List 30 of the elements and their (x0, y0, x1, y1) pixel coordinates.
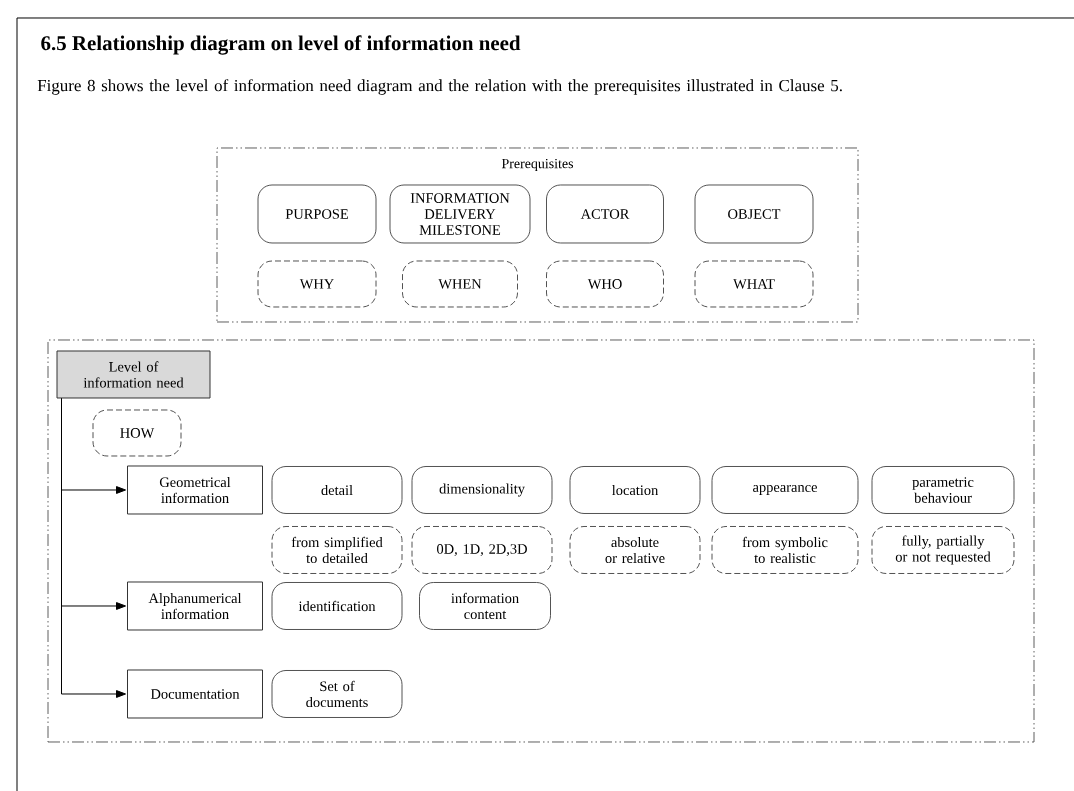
dashed-rounded-box: WHY (257, 260, 377, 308)
dashed-rounded-box: WHO (546, 260, 664, 308)
category-box: Documentation (127, 669, 263, 719)
rounded-box: appearance (711, 466, 859, 514)
rounded-box: PURPOSE (257, 184, 377, 244)
paragraph: Figure 8 shows the level of information need diagram and the relation with the prerequisites illustrated in Clause 5. (37, 79, 842, 95)
dashed-rounded-box: 0D, 1D, 2D,3D (411, 526, 553, 574)
dashed-rounded-box: from simplified to detailed (271, 526, 403, 574)
dashed-rounded-box: absolute or relative (569, 526, 701, 574)
root-box: Level of information need (56, 350, 211, 399)
rounded-box: dimensionality (411, 466, 553, 514)
rounded-box: information content (419, 582, 551, 630)
rounded-box: location (569, 466, 701, 514)
heading: 6.5 Relationship diagram on level of information need (41, 35, 521, 55)
rounded-box: INFORMATION DELIVERY MILESTONE (389, 184, 531, 244)
dashed-rounded-box: from symbolic to realistic (711, 526, 859, 574)
category-box: Geometrical information (127, 465, 263, 515)
rounded-box: OBJECT (694, 184, 814, 244)
rounded-box: identification (271, 582, 403, 630)
category-box: Alphanumerical information (127, 581, 263, 631)
rounded-box: Set of documents (271, 670, 403, 718)
arrow (61, 398, 127, 698)
dash-dot-frame (47, 339, 1035, 743)
dashed-rounded-box: WHAT (694, 260, 814, 308)
dashed-rounded-box: WHEN (402, 260, 518, 308)
dashed-rounded-box: HOW (92, 409, 182, 457)
rounded-box: parametric behaviour (871, 466, 1015, 514)
rounded-box: detail (271, 466, 403, 514)
rounded-box: ACTOR (546, 184, 664, 244)
dashed-rounded-box: fully, partially or not requested (871, 526, 1015, 574)
